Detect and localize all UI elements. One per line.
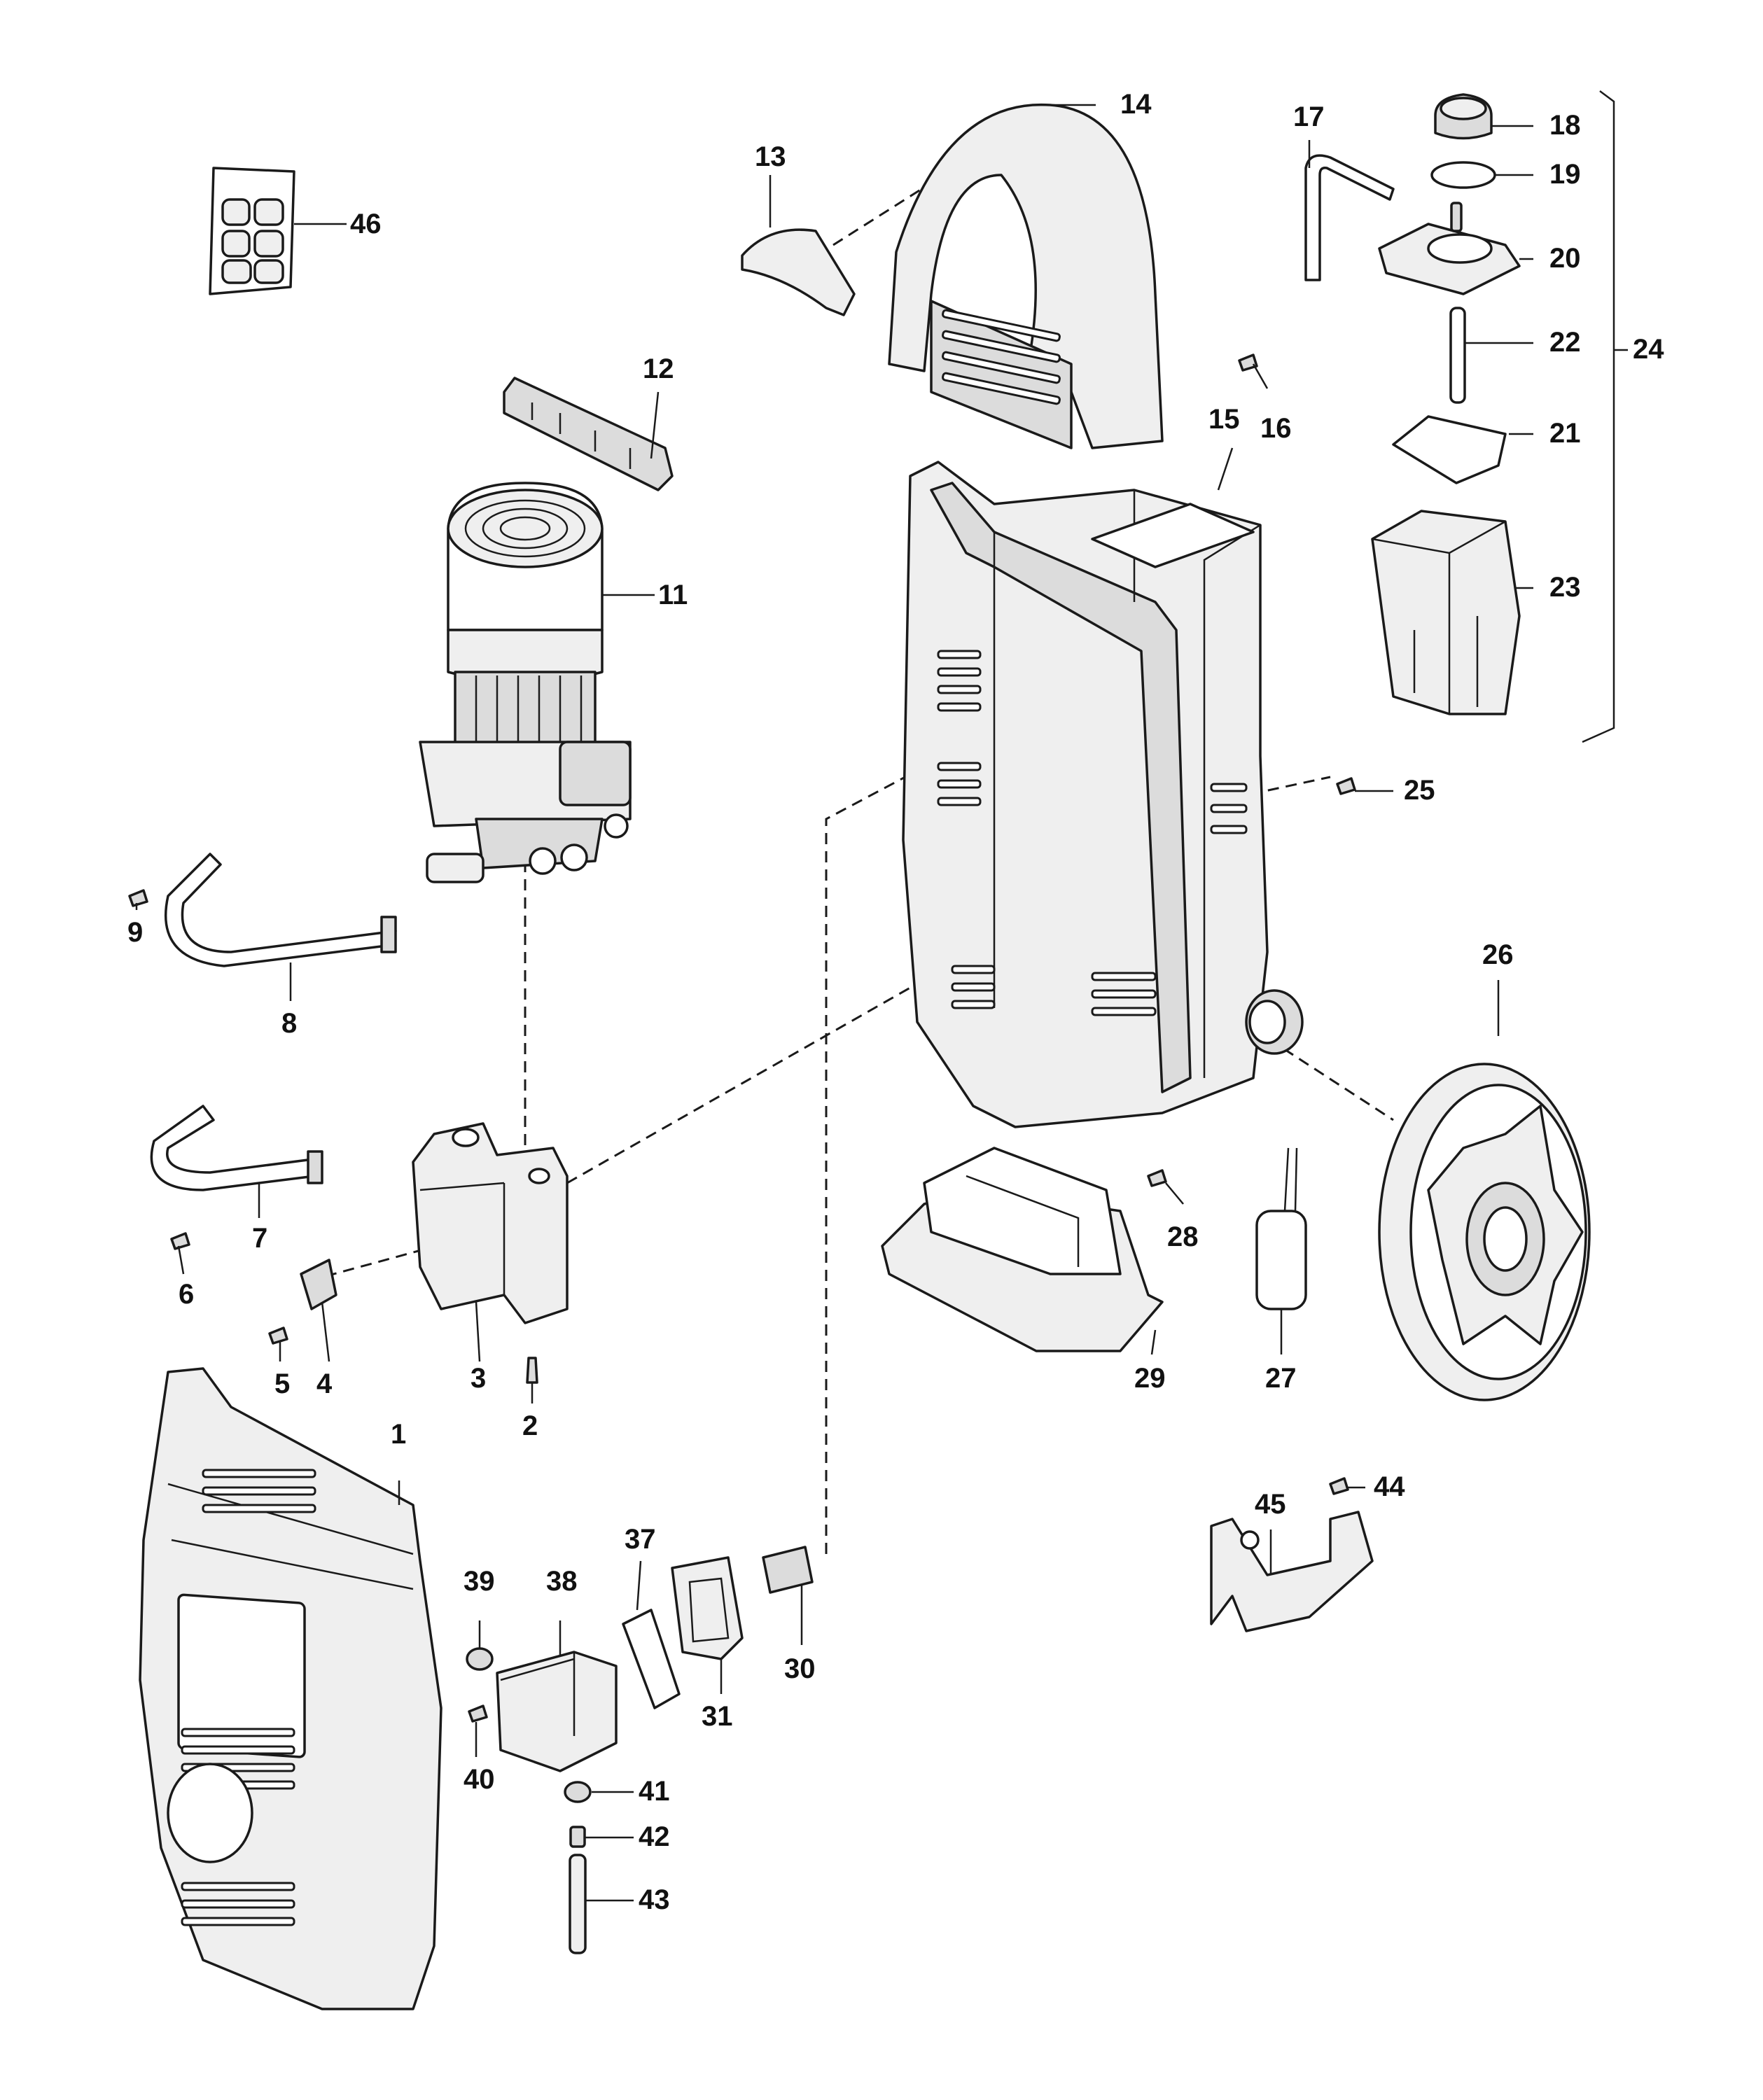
switch-box-part-38 [496,1651,618,1772]
strap-part-8 [164,853,397,967]
tank-part-23 [1371,510,1521,715]
screw-part-28 [1147,1169,1167,1187]
cap-part-39 [466,1647,494,1671]
callout-40: 40 [464,1764,495,1795]
callout-29: 29 [1134,1363,1166,1394]
callout-45: 45 [1255,1489,1286,1520]
callout-19: 19 [1549,159,1581,190]
strap-part-7 [150,1105,323,1191]
capacitor-part-27 [1255,1147,1307,1310]
cover-part-13 [741,228,856,316]
callout-9: 9 [127,917,143,948]
callout-2: 2 [522,1410,538,1441]
motor-pump-part-11 [419,482,632,883]
callout-21: 21 [1549,418,1581,449]
callout-8: 8 [281,1008,297,1039]
main-frame-vents [937,650,1248,1016]
callout-30: 30 [784,1653,816,1684]
gasket-part-37 [622,1609,681,1709]
handle-part-14 [888,103,1164,449]
bracket-part-12 [503,377,674,491]
screw-part-6 [170,1232,190,1250]
callout-5: 5 [274,1368,290,1399]
callout-12: 12 [643,354,674,384]
callout-20: 20 [1549,243,1581,274]
screw-part-5 [268,1326,288,1345]
cap-part-18 [1434,93,1493,140]
screw-part-2 [526,1357,538,1384]
seal-part-41 [564,1781,592,1803]
callout-18: 18 [1549,110,1581,141]
lid-part-20 [1378,202,1521,295]
callout-38: 38 [546,1566,578,1597]
callout-26: 26 [1482,939,1514,970]
callout-1: 1 [391,1419,406,1450]
handle-vents [942,309,1061,405]
callout-44: 44 [1374,1471,1405,1502]
pump-cover-part-3 [412,1122,569,1324]
screw-part-40 [468,1704,488,1723]
switch-part-30 [762,1546,814,1594]
front-cover-part-1 [139,1367,443,2010]
callout-31: 31 [702,1701,733,1732]
screw-part-16 [1238,354,1258,372]
callout-25: 25 [1404,775,1435,806]
callout-11: 11 [658,580,688,610]
screw-part-44 [1329,1477,1349,1495]
screw-part-25 [1336,777,1356,795]
callout-43: 43 [639,1884,670,1915]
callout-39: 39 [464,1566,495,1597]
callout-41: 41 [639,1776,670,1807]
callout-3: 3 [471,1363,486,1394]
gasket-part-21 [1392,415,1507,484]
callout-6: 6 [179,1279,194,1310]
callout-22: 22 [1549,327,1581,358]
callout-37: 37 [625,1524,656,1555]
leader-lines [135,90,1628,1902]
callout-7: 7 [252,1223,267,1254]
callout-27: 27 [1265,1363,1297,1394]
base-part-29 [881,1147,1164,1352]
hose-part-17 [1304,154,1395,281]
callout-24: 24 [1633,334,1664,365]
tube-part-22 [1449,307,1466,404]
decal-sheet-part-46 [209,167,295,295]
frame-part-31 [671,1556,744,1660]
callout-4: 4 [316,1368,333,1399]
callout-15: 15 [1208,404,1240,435]
callout-42: 42 [639,1821,670,1852]
o-ring-part-19 [1430,161,1496,189]
callout-17: 17 [1293,102,1325,132]
callouts: 46 12 11 13 14 15 16 17 18 19 20 22 24 2… [127,89,1664,1915]
holder-part-45 [1210,1511,1374,1632]
main-frame-part-15 [902,461,1304,1128]
wheel-part-26 [1378,1063,1591,1401]
fitting-part-42 [569,1826,586,1848]
tube-part-43 [569,1854,587,1954]
callout-23: 23 [1549,572,1581,603]
callout-16: 16 [1260,413,1292,444]
callout-46: 46 [350,209,382,239]
callout-14: 14 [1120,89,1152,120]
clip-part-4 [300,1259,337,1310]
callout-13: 13 [755,141,786,172]
screw-part-9 [128,889,148,907]
callout-28: 28 [1167,1222,1199,1252]
